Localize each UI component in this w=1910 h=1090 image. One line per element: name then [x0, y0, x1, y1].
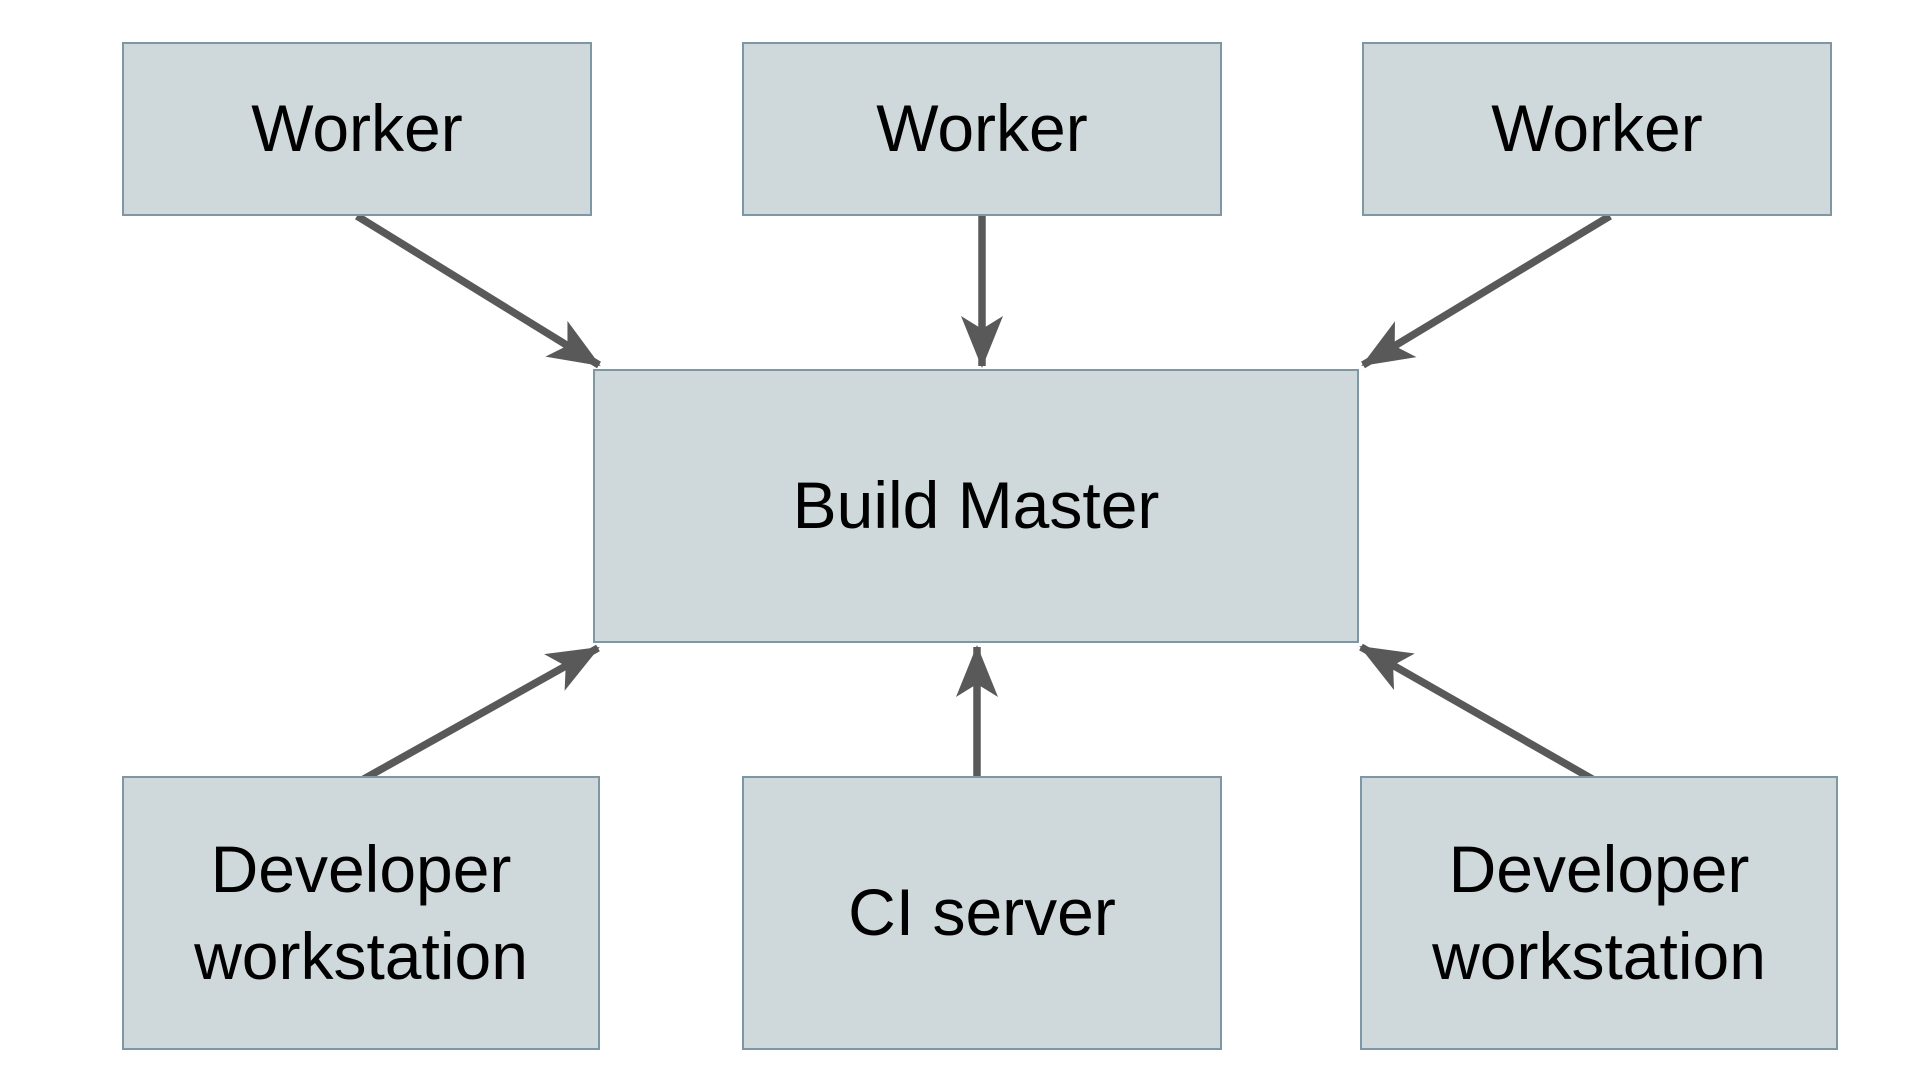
arrow-developer-workstation-right-to-build-master — [1359, 643, 1596, 784]
node-build-master-label: Build Master — [792, 468, 1160, 543]
node-worker-1: Worker — [122, 42, 592, 216]
node-developer-workstation-left: Developer workstation — [122, 776, 600, 1050]
node-worker-3-label: Worker — [1491, 91, 1703, 166]
node-developer-workstation-right: Developer workstation — [1360, 776, 1838, 1050]
arrow-worker-3-to-build-master — [1361, 212, 1612, 369]
arrow-developer-workstation-left-to-build-master — [360, 644, 600, 784]
arrow-worker-1-to-build-master — [355, 212, 601, 369]
node-build-master: Build Master — [593, 369, 1359, 643]
node-developer-workstation-right-label: Developer workstation — [1432, 831, 1766, 993]
node-worker-2: Worker — [742, 42, 1222, 216]
node-developer-workstation-left-label: Developer workstation — [194, 831, 528, 993]
node-worker-2-label: Worker — [876, 91, 1088, 166]
node-worker-1-label: Worker — [251, 91, 463, 166]
node-worker-3: Worker — [1362, 42, 1832, 216]
node-ci-server: CI server — [742, 776, 1222, 1050]
node-ci-server-label: CI server — [848, 875, 1116, 950]
